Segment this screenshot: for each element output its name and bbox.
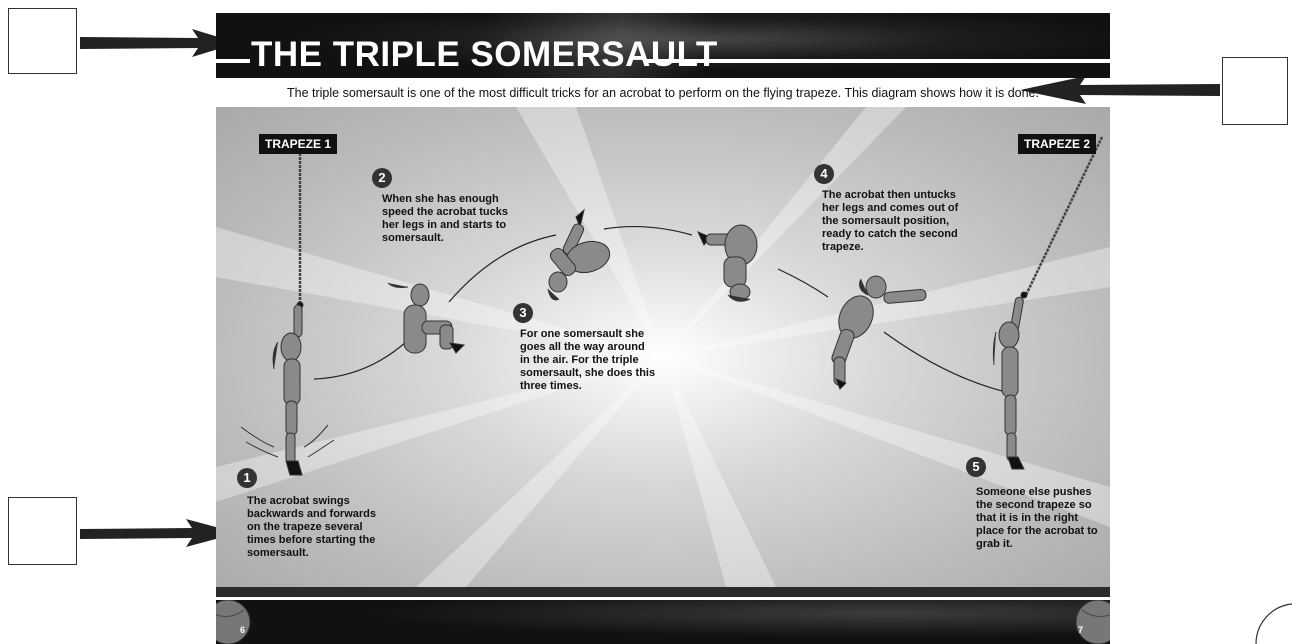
right-ball-icon: [1075, 600, 1110, 644]
swing-mark: [240, 426, 275, 448]
ray: [216, 227, 663, 357]
diagram-stage: TRAPEZE 1 TRAPEZE 2 1 The acrobat swings…: [216, 107, 1110, 587]
trapeze-1-label: TRAPEZE 1: [259, 134, 338, 154]
acrobat-figure-1: [272, 301, 304, 476]
ray: [663, 357, 776, 587]
page-title: THE TRIPLE SOMERSAULT: [251, 35, 718, 74]
step-3-text: For one somersault she goes all the way …: [520, 328, 656, 392]
acrobat-figure-2: [387, 282, 466, 354]
left-ball-icon: [216, 600, 251, 644]
step-1-badge: 1: [237, 468, 257, 488]
light-rays: [216, 107, 1110, 587]
swing-mark: [307, 439, 335, 458]
label-box-top-left[interactable]: [8, 8, 77, 74]
label-box-top-right[interactable]: [1222, 57, 1288, 125]
trapeze-2-rope: [1024, 136, 1104, 296]
left-ball-icon-circle: [216, 600, 251, 644]
ray: [663, 107, 906, 357]
acrobat-figure-3: [547, 208, 611, 301]
ray: [516, 107, 663, 357]
step-2-text: When she has enough speed the acrobat tu…: [382, 193, 508, 244]
ray: [416, 357, 663, 587]
corner-circle-arc: [1255, 603, 1292, 644]
step-1-text: The acrobat swings backwards and forward…: [247, 495, 376, 559]
swing-mark: [245, 441, 279, 458]
trajectory-3: [603, 226, 693, 236]
right-ball-icon-circle: [1075, 600, 1110, 644]
step-5-text: Someone else pushes the second trapeze s…: [976, 486, 1098, 550]
subtitle: The triple somersault is one of the most…: [287, 86, 1039, 100]
left-ball-icon-seam: [216, 609, 245, 617]
step-4-text: The acrobat then untucks her legs and co…: [822, 189, 959, 253]
header-underline-left: [216, 59, 250, 63]
step-2-badge: 2: [372, 168, 392, 188]
arrow-to-subtitle-shape: [1020, 76, 1220, 104]
arrow-to-step-1-shape: [80, 519, 238, 547]
trajectory-5: [883, 331, 1007, 393]
arrow-to-step-1: [80, 519, 238, 547]
trajectory-4: [777, 268, 829, 298]
footer-line: [216, 597, 1110, 600]
ray: [216, 357, 663, 502]
trapeze-2-label: TRAPEZE 2: [1018, 134, 1097, 154]
step-3-badge: 3: [513, 303, 533, 323]
step-5-badge: 5: [966, 457, 986, 477]
header-underline: [646, 59, 1110, 63]
ray: [663, 357, 1110, 527]
header-banner: THE TRIPLE SOMERSAULT: [216, 13, 1110, 78]
arrow-to-title: [80, 29, 238, 57]
step-4-badge: 4: [814, 164, 834, 184]
footer-banner: 6 7: [216, 600, 1110, 644]
arrow-to-title-shape: [80, 29, 238, 57]
acrobat-figure-5: [831, 275, 927, 390]
right-ball-icon-seam: [1081, 609, 1110, 617]
page-number-left: 6: [240, 625, 246, 635]
arrow-to-subtitle: [1020, 76, 1220, 104]
acrobat-figure-6: [992, 291, 1028, 470]
page-number-right: 7: [1078, 625, 1084, 635]
swing-mark: [303, 424, 329, 448]
swing-marks: [240, 424, 335, 458]
footer-strip: [216, 587, 1110, 597]
corner-circle: [1255, 603, 1292, 644]
trajectory-2: [448, 234, 557, 303]
label-box-bottom-left[interactable]: [8, 497, 77, 565]
acrobat-figure-4: [697, 224, 758, 302]
trajectory-1: [313, 341, 407, 380]
